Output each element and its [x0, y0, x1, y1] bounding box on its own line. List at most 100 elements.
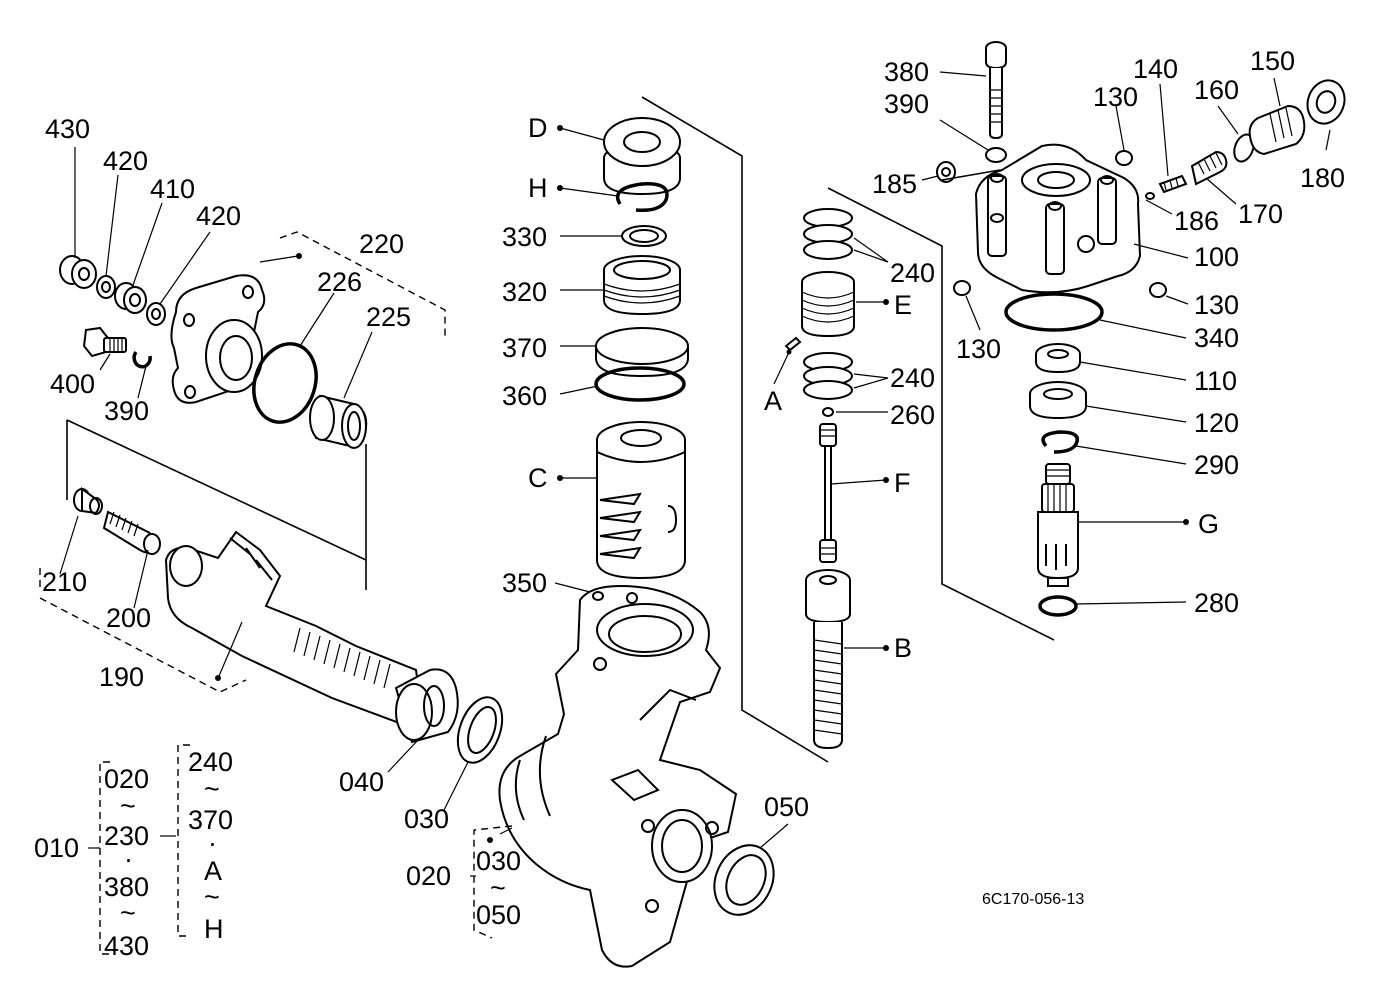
- part-130-plug-b: [1149, 282, 1189, 305]
- legend-g2-0: 240: [188, 747, 233, 777]
- label-380: 380: [884, 57, 929, 87]
- legend-g2-4: A: [204, 856, 222, 886]
- label-360: 360: [502, 381, 547, 411]
- part-040-bushing: [387, 668, 459, 773]
- part-410-bushing: [114, 282, 147, 314]
- label-130-right: 130: [1194, 290, 1239, 320]
- legend-g1-5: ~: [120, 898, 136, 928]
- label-390-left: 390: [104, 396, 149, 426]
- part-130-plug-c: [953, 280, 981, 331]
- label-180: 180: [1300, 163, 1345, 193]
- part-400-bolt: [82, 326, 127, 358]
- label-225: 225: [366, 302, 411, 332]
- label-H: H: [528, 173, 548, 203]
- label-400: 400: [50, 369, 95, 399]
- part-160-oring: [1233, 133, 1255, 163]
- part-H-snap-ring: [615, 182, 669, 213]
- label-420a: 420: [103, 146, 148, 176]
- label-100: 100: [1194, 242, 1239, 272]
- part-020-gear-housing: [498, 582, 738, 968]
- label-E: E: [894, 290, 912, 320]
- label-410: 410: [150, 174, 195, 204]
- label-130-left: 130: [956, 334, 1001, 364]
- label-130-top: 130: [1093, 82, 1138, 112]
- label-F: F: [894, 468, 911, 498]
- label-D: D: [528, 113, 548, 143]
- legend-g2-5: ~: [204, 882, 220, 912]
- label-330: 330: [502, 222, 547, 252]
- part-226-oring: [252, 342, 318, 424]
- label-186: 186: [1174, 206, 1219, 236]
- label-390-right: 390: [884, 89, 929, 119]
- label-240-upper: 240: [890, 258, 935, 288]
- part-340-oring: [1004, 292, 1104, 332]
- bracket-020: [473, 825, 513, 939]
- part-180-locknut: [1306, 79, 1346, 151]
- part-380-bolt: [939, 41, 1007, 140]
- part-050-seal: [713, 823, 789, 916]
- part-280-snap-ring: [1038, 595, 1078, 617]
- label-150: 150: [1250, 46, 1295, 76]
- label-210: 210: [42, 567, 87, 597]
- part-E-valve-sleeve: [801, 271, 889, 338]
- callout-labels: 430 420 410 420 400 390 220 226 225 210 …: [42, 46, 1345, 834]
- label-340: 340: [1194, 323, 1239, 353]
- label-A: A: [764, 386, 782, 416]
- part-370-backup-ring: [560, 327, 689, 378]
- label-370: 370: [502, 333, 547, 363]
- label-050: 050: [764, 792, 809, 822]
- legend-g1-6: 430: [104, 931, 149, 961]
- part-350-oring: [592, 591, 604, 601]
- part-390-washer-right: [985, 147, 1007, 163]
- center-stack-group: [557, 96, 829, 763]
- part-420-washer-a: [96, 275, 116, 299]
- part-260-oring: [822, 407, 834, 417]
- label-140: 140: [1133, 54, 1178, 84]
- label-G: G: [1198, 509, 1219, 539]
- legend-g3-0: 030: [476, 846, 521, 876]
- label-120: 120: [1194, 408, 1239, 438]
- part-225-needle-bearing: [309, 394, 368, 449]
- legend-g1-4: 380: [104, 872, 149, 902]
- part-185-plug: [921, 161, 956, 183]
- legend-020: 020: [406, 861, 451, 891]
- label-226: 226: [317, 267, 362, 297]
- legend-g2-3: ·: [208, 828, 217, 858]
- legend-g2-6: H: [204, 914, 224, 944]
- label-320: 320: [502, 277, 547, 307]
- label-C: C: [528, 463, 548, 493]
- valve-column-group: [773, 187, 1055, 750]
- part-B-worm-shaft: [805, 569, 889, 750]
- part-290-snap-ring: [1041, 430, 1079, 454]
- label-110: 110: [1194, 366, 1237, 396]
- part-F-torsion-bar: [819, 423, 889, 563]
- right-valve-housing-group: [921, 41, 1346, 617]
- label-160: 160: [1194, 75, 1239, 105]
- label-185: 185: [872, 169, 917, 199]
- part-120-bearing: [1029, 381, 1187, 423]
- label-430: 430: [45, 114, 90, 144]
- legend-g1-1: ~: [120, 791, 136, 821]
- part-240-seal-rings-lower: [803, 352, 853, 400]
- part-320-adjusting-nut: [560, 255, 681, 316]
- part-150-plug: [1248, 77, 1306, 156]
- part-420-washer-b: [146, 302, 166, 326]
- legend-010: 010: [34, 833, 79, 863]
- label-240-lower: 240: [890, 363, 935, 393]
- label-190: 190: [99, 662, 144, 692]
- part-210-locknut: [73, 487, 103, 515]
- part-140-adjust-screw: [1145, 83, 1188, 200]
- left-cover-group: [59, 147, 446, 590]
- part-130-plug-a: [1115, 105, 1133, 166]
- part-240-seal-rings-upper: [803, 208, 853, 260]
- label-260: 260: [890, 400, 935, 430]
- part-100-valve-housing: [974, 143, 1189, 294]
- label-200: 200: [106, 603, 151, 633]
- legend-g1-2: 230: [104, 821, 149, 851]
- legend-g3-2: 050: [476, 900, 521, 930]
- part-430-nut: [59, 255, 97, 289]
- part-170-spring: [1190, 150, 1237, 205]
- part-G-input-shaft: [1037, 463, 1189, 587]
- part-C-piston: [557, 421, 686, 580]
